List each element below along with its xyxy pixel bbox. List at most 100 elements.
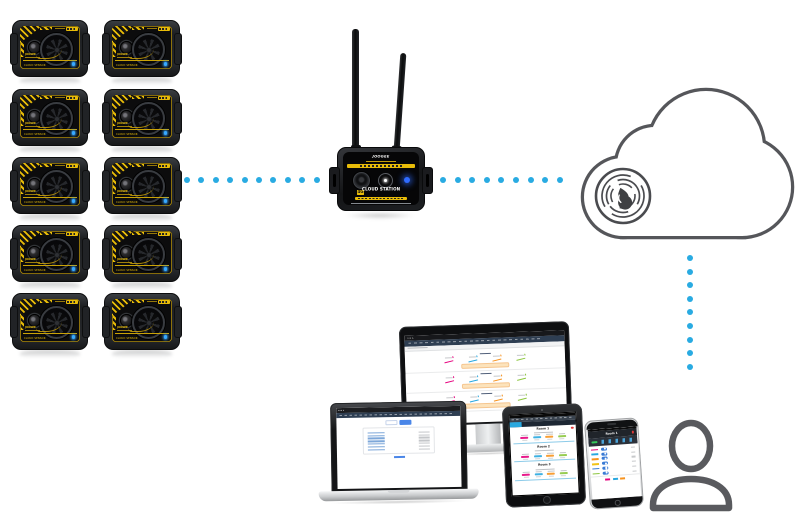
sensor-body: JOOGEE CLOUD SENSOR [10, 157, 90, 214]
sensor-swoosh [128, 49, 154, 59]
cloud-sensor-device: JOOGEE CLOUD SENSOR [10, 89, 90, 154]
station-led [404, 177, 410, 183]
sensor-body: JOOGEE CLOUD SENSOR [10, 225, 90, 282]
sensor-reflection [112, 282, 172, 290]
sensor-bottom-line [115, 264, 169, 266]
cloud-sensor-device: JOOGEE CLOUD SENSOR [102, 20, 182, 85]
sensor-bottom-line [23, 128, 77, 130]
sensor-body: JOOGEE CLOUD SENSOR [102, 89, 182, 146]
sensor-model-tag [157, 164, 170, 168]
sensor-swoosh [36, 118, 62, 128]
sensor-label: CLOUD SENSOR [24, 133, 46, 136]
tablet-metric [533, 452, 542, 459]
sensor-led [163, 267, 167, 271]
monitor-metric [491, 355, 502, 362]
cloud-sensor-device: JOOGEE CLOUD SENSOR [102, 89, 182, 154]
sensor-label: CLOUD SENSOR [24, 337, 46, 340]
monitor-room-pill [461, 362, 510, 369]
sensor-clip-left [102, 170, 110, 202]
connection-dot [513, 177, 519, 183]
sensor-bottom-line [115, 332, 169, 334]
sensor-label: CLOUD SENSOR [116, 337, 138, 340]
monitor-metric [515, 374, 527, 381]
sensor-body: JOOGEE CLOUD SENSOR [102, 157, 182, 214]
tablet-divider [514, 477, 576, 481]
sensor-clip-right [174, 170, 182, 202]
tablet-room-group: Room 3 [511, 461, 578, 482]
sensor-brand-sub-bar [117, 261, 132, 263]
tablet-dashboard: Room 1 Room 2 Room 3 [510, 424, 578, 482]
sensor-clip-left [10, 33, 18, 65]
laptop-setting-row [367, 442, 430, 445]
user-icon [649, 419, 733, 512]
sensor-clip-left [102, 306, 110, 338]
connection-dot [184, 177, 190, 183]
connection-dot [556, 177, 563, 183]
sensor-label: CLOUD SENSOR [24, 64, 46, 67]
hazard-stripe-left [113, 246, 116, 262]
connection-dot [687, 323, 693, 329]
sensor-clip-left [10, 238, 18, 270]
sensor-top-mark [55, 96, 65, 99]
sensor-model-tag [157, 27, 170, 31]
monitor-room-title-bar [480, 372, 492, 375]
hazard-stripe-top [40, 27, 52, 30]
sensor-top-mark [147, 300, 157, 303]
connection-dot [483, 177, 490, 183]
phone-screen: Room 1 [587, 425, 641, 500]
hazard-stripe-left [113, 314, 116, 330]
cloud-sensor-device: JOOGEE CLOUD SENSOR [10, 157, 90, 222]
sensor-reflection [112, 214, 172, 222]
sensor-swoosh [36, 254, 62, 264]
sensor-clip-right [174, 238, 182, 270]
sensor-led [71, 62, 75, 66]
station-shadow [344, 212, 416, 219]
sensor-led [71, 199, 75, 203]
sensor-brand-sub-bar [25, 193, 40, 195]
hazard-stripe-top [40, 232, 52, 235]
mount-tab-left [329, 167, 340, 194]
sensor-brand-sub-bar [117, 125, 132, 127]
hazard-stripe-left [21, 246, 24, 262]
sensor-brand: JOOGEE [25, 122, 36, 125]
monitor-metric [467, 376, 479, 383]
laptop-setting-row [367, 434, 430, 437]
laptop-setting-row [367, 445, 430, 448]
station-body: JOOGEE 4G CLOUD STATION [329, 147, 433, 211]
connection-dot [299, 177, 306, 183]
station-face: JOOGEE 4G CLOUD STATION [343, 152, 419, 205]
tablet-screen: Room 1 Room 2 Room 3 [508, 411, 580, 497]
sensor-swoosh [128, 186, 154, 196]
sensor-top-mark [55, 300, 65, 303]
sensor-face: JOOGEE CLOUD SENSOR [112, 231, 172, 274]
hazard-stripe-top [132, 300, 144, 303]
sensor-reflection [20, 77, 80, 85]
tablet: Room 1 Room 2 Room 3 [501, 403, 587, 508]
connection-dot [687, 363, 693, 370]
tablet-room-subtitle-bar [534, 449, 554, 452]
tablet-room-subtitle-bar [533, 431, 553, 434]
hazard-stripe-left [21, 178, 24, 194]
sensor-brand: JOOGEE [117, 122, 128, 125]
monitor-metric [492, 395, 504, 402]
tablet-metric [520, 435, 529, 441]
sensor-swoosh [36, 186, 62, 196]
sensor-brand: JOOGEE [117, 190, 128, 193]
sensor-model-tag [65, 232, 78, 236]
hazard-stripe-top [132, 164, 144, 167]
tablet-metric [558, 451, 567, 458]
phone-list [588, 443, 640, 477]
tablet-metric [521, 453, 530, 460]
connection-dot [454, 177, 461, 183]
station-button-icon [378, 173, 393, 188]
station-subtitle-bar [366, 160, 396, 162]
hazard-stripe-top [132, 27, 144, 30]
sensor-brand: JOOGEE [25, 326, 36, 329]
station-yellow-band [347, 163, 415, 168]
laptop-link-bar [393, 456, 405, 458]
sensor-clip-left [102, 102, 110, 134]
sensor-brand-sub-bar [117, 193, 132, 195]
sensor-bottom-line [23, 196, 77, 198]
hazard-stripe-top [132, 96, 144, 99]
sensor-top-mark [147, 232, 157, 235]
